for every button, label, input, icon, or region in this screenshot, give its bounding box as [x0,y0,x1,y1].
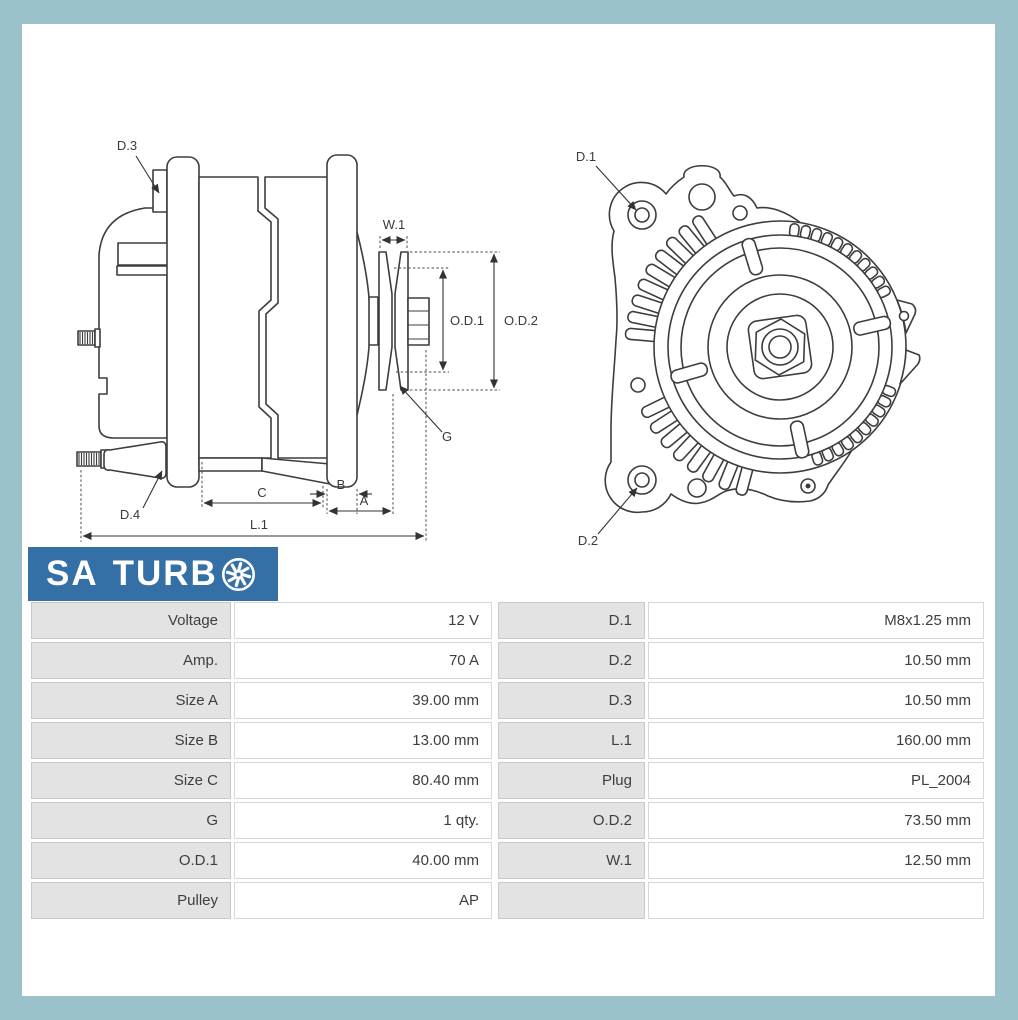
spec-label: Size C [31,762,231,799]
stator-rear-half [198,176,272,459]
shaft-nut [407,297,430,346]
spec-value: 39.00 mm [234,682,492,719]
dim-label-od1: O.D.1 [450,313,484,328]
spec-value: 40.00 mm [234,842,492,879]
dim-label-d4: D.4 [120,507,140,522]
front-view-dimensions: D.1 D.2 [576,149,638,548]
spec-value: 1 qty. [234,802,492,839]
dim-label-d3: D.3 [117,138,137,153]
pulley-right-flange [394,251,409,391]
spec-label: D.1 [498,602,645,639]
front-cover-bulge [356,231,371,416]
dim-label-od2: O.D.2 [504,313,538,328]
side-view-dimensions: W.1 O.D.2 O.D.1 G C B [80,138,538,542]
spec-value: 10.50 mm [648,642,984,679]
spec-label: Voltage [31,602,231,639]
spec-value: 12.50 mm [648,842,984,879]
spec-label: L.1 [498,722,645,759]
dim-label-w1: W.1 [383,217,405,232]
spec-value: 80.40 mm [234,762,492,799]
dim-label-g: G [442,429,452,444]
lower-lug [103,441,167,479]
spec-value: 13.00 mm [234,722,492,759]
spec-value: M8x1.25 mm [648,602,984,639]
table-row: Amp.70 A [31,642,492,679]
spec-value [648,882,984,919]
dim-label-d2: D.2 [578,533,598,548]
dim-label-b: B [337,477,346,492]
shaft [368,296,379,346]
spec-label: W.1 [498,842,645,879]
spec-label: Amp. [31,642,231,679]
dim-label-l1: L.1 [250,517,268,532]
dim-label-c: C [257,485,266,500]
upper-ear-block [152,169,168,213]
stator-front-half [264,176,331,459]
turbo-fan-icon [221,557,255,591]
spec-label: D.3 [498,682,645,719]
brand-word-sa: SA [46,554,99,593]
spec-label: O.D.1 [31,842,231,879]
lower-vent-slats [640,395,754,496]
pulley-left-flange [378,251,393,391]
brand-logo: SA TURB [28,547,278,601]
spec-label [498,882,645,919]
spec-label: Size A [31,682,231,719]
table-row [498,882,984,919]
spec-label: Pulley [31,882,231,919]
fan-spokes [670,237,892,459]
spec-value: 160.00 mm [648,722,984,759]
spec-value: 73.50 mm [648,802,984,839]
spec-value: AP [234,882,492,919]
spec-label: D.2 [498,642,645,679]
spec-value: 70 A [234,642,492,679]
brand-word-turb: TURB [112,554,218,593]
spec-label: Size B [31,722,231,759]
front-view: D.1 D.2 [576,149,921,548]
dim-label-a: A [360,493,369,508]
rim-cooling-slots [788,223,897,466]
front-bracket-flange [326,154,358,488]
spec-label: Plug [498,762,645,799]
side-tab-lower [899,349,921,385]
spec-value: PL_2004 [648,762,984,799]
dim-label-d1: D.1 [576,149,596,164]
side-view: W.1 O.D.2 O.D.1 G C B [76,138,538,542]
connector-block [117,242,173,266]
spec-label: G [31,802,231,839]
spec-value: 10.50 mm [648,682,984,719]
rear-bracket-flange [166,156,200,488]
spec-label: O.D.2 [498,802,645,839]
spec-value: 12 V [234,602,492,639]
